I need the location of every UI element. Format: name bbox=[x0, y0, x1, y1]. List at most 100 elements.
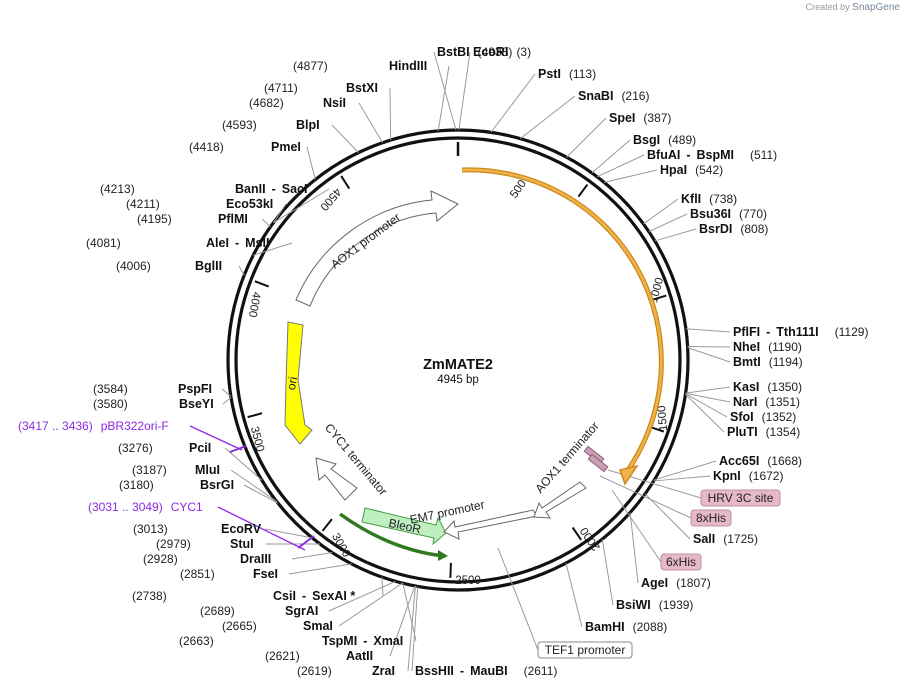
site-position: (2979) bbox=[156, 537, 191, 551]
site-hindiii[interactable]: (4877)HindIII bbox=[293, 59, 427, 73]
site-pluti[interactable]: PluTI(1354) bbox=[727, 425, 800, 439]
site-name: PmeI bbox=[271, 140, 301, 154]
site-mlui[interactable]: (3187)MluI bbox=[132, 463, 220, 477]
site-connector bbox=[458, 51, 471, 131]
site-name: Acc65I bbox=[719, 454, 759, 468]
feature-box-connector bbox=[497, 547, 539, 651]
site-pflfi[interactable]: PflFI-Tth111I(1129) bbox=[733, 325, 868, 339]
site-connector bbox=[591, 139, 631, 174]
site-bsrgi[interactable]: (3180)BsrGI bbox=[119, 478, 234, 492]
site-name-separator: - bbox=[272, 182, 276, 196]
site-spei[interactable]: SpeI(387) bbox=[609, 111, 671, 125]
site-label: BmtI(1194) bbox=[733, 355, 803, 369]
site-sali[interactable]: SalI(1725) bbox=[693, 532, 758, 546]
site-name: MluI bbox=[195, 463, 220, 477]
site-sgrai[interactable]: (2689)SgrAI bbox=[200, 604, 318, 618]
site-connector bbox=[222, 397, 232, 405]
site-bseyi[interactable]: (3580)BseYI bbox=[93, 397, 214, 411]
site-position: (3013) bbox=[133, 522, 168, 536]
site-kpni[interactable]: KpnI(1672) bbox=[713, 469, 783, 483]
site-bstxi[interactable]: (4711)BstXI bbox=[264, 81, 378, 95]
site-bmti[interactable]: BmtI(1194) bbox=[733, 355, 803, 369]
site-position: (1668) bbox=[767, 454, 802, 468]
site-zrai[interactable]: (2619)ZraI bbox=[297, 664, 395, 678]
site-ecori[interactable]: EcoRI(3) bbox=[473, 45, 531, 59]
site-bglii[interactable]: (4006)BglII bbox=[116, 259, 222, 273]
feature-box-6xhis[interactable]: 6xHis bbox=[660, 553, 702, 571]
site-kasi[interactable]: KasI(1350) bbox=[733, 380, 802, 394]
primer-pbr322ori-f[interactable]: (3417 .. 3436) pBR322ori-F bbox=[18, 419, 169, 433]
site-name: KpnI bbox=[713, 469, 741, 483]
site-alei[interactable]: (4081)AleI-MslI bbox=[86, 236, 269, 250]
site-kfli[interactable]: KflI(738) bbox=[681, 192, 737, 206]
site-label: AatII bbox=[346, 649, 373, 663]
primer-cyc1[interactable]: (3031 .. 3049)CYC1 bbox=[88, 500, 203, 514]
site-tspmi[interactable]: (2663)TspMI-XmaI bbox=[179, 634, 403, 648]
site-eco53ki[interactable]: (4211)Eco53kI bbox=[126, 197, 273, 211]
site-name: AgeI bbox=[641, 576, 668, 590]
site-fsei[interactable]: (2851)FseI bbox=[180, 567, 278, 581]
site-position: (1350) bbox=[767, 380, 802, 394]
site-psti[interactable]: PstI(113) bbox=[538, 67, 596, 81]
site-pspfi[interactable]: (3584)PspFI bbox=[93, 382, 212, 396]
site-nari[interactable]: NarI(1351) bbox=[733, 395, 800, 409]
site-connector bbox=[654, 228, 697, 242]
site-bsiwi[interactable]: BsiWI(1939) bbox=[616, 598, 693, 612]
site-name: TspMI bbox=[322, 634, 357, 648]
site-name: DraIII bbox=[240, 552, 271, 566]
site-name: PstI bbox=[538, 67, 561, 81]
site-bsshii[interactable]: BssHII-MauBI(2611) bbox=[415, 664, 557, 678]
feature-box-hrv-3c-site[interactable]: HRV 3C site bbox=[700, 489, 781, 507]
site-nhei[interactable]: NheI(1190) bbox=[733, 340, 802, 354]
site-bamhi[interactable]: BamHI(2088) bbox=[585, 620, 667, 634]
site-bsrdi[interactable]: BsrDI(808) bbox=[699, 222, 768, 236]
site-position: (2738) bbox=[132, 589, 167, 603]
site-stui[interactable]: (2979)StuI bbox=[156, 537, 254, 551]
site-label: SmaI bbox=[303, 619, 333, 633]
site-name-separator: - bbox=[363, 634, 367, 648]
primer-name: pBR322ori-F bbox=[101, 419, 169, 433]
site-blpi[interactable]: (4593)BlpI bbox=[222, 118, 320, 132]
site-snabi[interactable]: SnaBI(216) bbox=[578, 89, 649, 103]
site-label: AleI-MslI bbox=[206, 236, 269, 250]
feature-box-label: 6xHis bbox=[666, 555, 696, 569]
site-draiii[interactable]: (2928)DraIII bbox=[143, 552, 271, 566]
site-ecorv[interactable]: (3013)EcoRV bbox=[133, 522, 262, 536]
bleor-label: BleoR bbox=[387, 516, 422, 537]
site-aatii[interactable]: (2621)AatII bbox=[265, 649, 373, 663]
site-hpai[interactable]: HpaI(542) bbox=[660, 163, 723, 177]
site-banii[interactable]: (4213)BanII-SacI bbox=[100, 182, 307, 196]
site-agei[interactable]: AgeI(1807) bbox=[641, 576, 711, 590]
site-bsgi[interactable]: BsgI(489) bbox=[633, 133, 696, 147]
tag-markers bbox=[583, 445, 609, 473]
site-connector bbox=[437, 65, 450, 131]
site-position: (4195) bbox=[137, 212, 172, 226]
site-label: KpnI(1672) bbox=[713, 469, 783, 483]
site-label: FseI bbox=[253, 567, 278, 581]
site-name: BsiWI bbox=[616, 598, 651, 612]
feature-box-tef1-promoter[interactable]: TEF1 promoter bbox=[537, 641, 633, 659]
site-pcii[interactable]: (3276)PciI bbox=[118, 441, 211, 455]
site-bsu36i[interactable]: Bsu36I(770) bbox=[690, 207, 767, 221]
site-position: (2611) bbox=[524, 664, 558, 678]
site-position: (4006) bbox=[116, 259, 151, 273]
site-connector bbox=[264, 528, 313, 539]
site-bstbi[interactable]: BstBI(4938) bbox=[437, 45, 512, 59]
plasmid-size: 4945 bp bbox=[437, 374, 479, 386]
site-csii[interactable]: (2738)CsiI-SexAI * bbox=[132, 589, 355, 603]
site-bfuai[interactable]: BfuAI-BspMI(511) bbox=[647, 148, 777, 162]
site-acc65i[interactable]: Acc65I (1668) bbox=[719, 454, 802, 468]
site-pflmi[interactable]: (4195)PflMI bbox=[137, 212, 248, 226]
site-pmei[interactable]: (4418)PmeI bbox=[189, 140, 301, 154]
feature-box-frame bbox=[537, 641, 633, 659]
site-label: HpaI(542) bbox=[660, 163, 723, 177]
feature-box-8xhis[interactable]: 8xHis bbox=[690, 509, 732, 527]
site-label: BstBI(4938) bbox=[437, 45, 512, 59]
site-name: NsiI bbox=[323, 96, 346, 110]
site-smai[interactable]: (2665)SmaI bbox=[222, 619, 333, 633]
backbone-inner bbox=[234, 136, 682, 584]
primer-range: (3417 .. 3436) bbox=[18, 419, 93, 433]
site-position: (4211) bbox=[126, 197, 160, 211]
site-nsii[interactable]: (4682)NsiI bbox=[249, 96, 346, 110]
site-sfoi[interactable]: SfoI(1352) bbox=[730, 410, 796, 424]
